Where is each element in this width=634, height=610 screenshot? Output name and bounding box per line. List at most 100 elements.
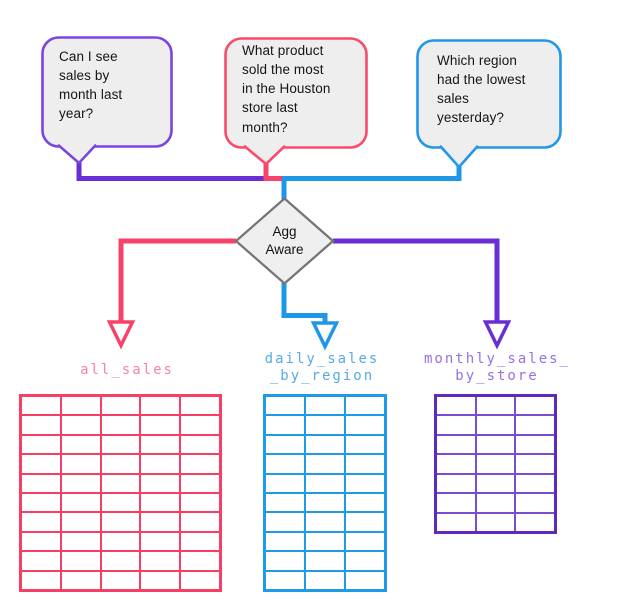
table-cell — [306, 513, 344, 531]
table-cell — [61, 552, 100, 570]
table-cell — [266, 416, 304, 434]
table-cell — [141, 552, 180, 570]
table-cell — [476, 435, 515, 454]
table-monthly-sales-by-store — [434, 394, 557, 534]
table-cell — [346, 435, 384, 454]
table-cell — [141, 397, 180, 415]
table-cell — [181, 397, 219, 415]
table-cell — [306, 571, 344, 589]
decision-label: Agg Aware — [265, 224, 304, 257]
table-cell — [516, 494, 554, 512]
table-cell — [22, 513, 60, 531]
table-cell — [476, 513, 515, 531]
table-cell — [437, 397, 475, 415]
table-cell — [101, 397, 140, 415]
table-cell — [346, 474, 384, 492]
connector-question1-line — [76, 160, 284, 181]
table-cell — [101, 532, 140, 551]
table-cell — [476, 474, 515, 493]
connector-question2-line — [263, 160, 282, 181]
table-cell — [266, 397, 304, 415]
table-cell — [516, 513, 554, 531]
arrowhead-monthly-sales-icon — [482, 320, 512, 350]
table-cell — [181, 513, 219, 531]
branch-monthly-sales-line — [333, 238, 500, 321]
branch-all-sales-line — [118, 238, 236, 321]
question1-text: Can I see sales by month last year? — [59, 49, 123, 122]
table-cell — [306, 455, 344, 473]
table-cell — [61, 455, 100, 473]
table-cell — [266, 435, 304, 454]
table-cell — [181, 571, 219, 589]
speech-bubble-question1 — [41, 36, 173, 148]
table-cell — [306, 474, 344, 492]
table-cell — [346, 455, 384, 473]
table-cell — [437, 435, 475, 454]
table-cell — [437, 513, 475, 531]
table-cell — [141, 455, 180, 473]
table-cell — [101, 474, 140, 492]
table-cell — [181, 552, 219, 570]
arrowhead-daily-sales-icon — [310, 321, 340, 351]
table-cell — [22, 493, 60, 512]
branch-daily-sales-line — [281, 283, 328, 322]
table-cell — [141, 513, 180, 531]
table-cell — [306, 552, 344, 570]
table-cell — [101, 493, 140, 512]
table-cell — [346, 493, 384, 512]
table-cell — [101, 455, 140, 473]
table-cell — [22, 552, 60, 570]
table-label-monthly-sales-by-store: monthly_sales_ by_store — [423, 351, 570, 384]
table-cell — [476, 494, 515, 512]
arrowhead-all-sales-icon — [106, 320, 136, 350]
table-cell — [266, 474, 304, 492]
question3-text: Which region had the lowest sales yester… — [437, 53, 526, 126]
table-cell — [516, 397, 554, 415]
speech-bubble-question2-tail — [243, 144, 286, 166]
connector-question3-line — [281, 164, 462, 200]
table-cell — [306, 435, 344, 454]
table-cell — [346, 571, 384, 589]
table-cell — [346, 513, 384, 531]
decision-diamond-shape — [234, 196, 335, 286]
table-cell — [61, 435, 100, 454]
table-cell — [61, 493, 100, 512]
table-cell — [141, 416, 180, 434]
table-label-all-sales: all_sales — [80, 362, 174, 378]
table-cell — [476, 416, 515, 434]
table-cell — [181, 474, 219, 492]
table-cell — [266, 513, 304, 531]
table-cell — [437, 455, 475, 473]
table-cell — [22, 455, 60, 473]
table-cell — [61, 513, 100, 531]
table-cell — [476, 397, 515, 415]
table-cell — [306, 416, 344, 434]
table-cell — [22, 397, 60, 415]
table-cell — [516, 474, 554, 493]
table-cell — [22, 474, 60, 492]
table-cell — [22, 571, 60, 589]
table-cell — [306, 493, 344, 512]
table-cell — [181, 455, 219, 473]
table-cell — [61, 474, 100, 492]
table-cell — [22, 532, 60, 551]
table-daily-sales-by-region — [263, 394, 387, 592]
table-cell — [61, 571, 100, 589]
table-cell — [141, 474, 180, 492]
speech-bubble-question3 — [416, 39, 562, 149]
table-cell — [266, 552, 304, 570]
table-cell — [101, 416, 140, 434]
table-cell — [516, 435, 554, 454]
table-cell — [476, 455, 515, 473]
table-cell — [437, 416, 475, 434]
table-cell — [141, 532, 180, 551]
table-cell — [22, 435, 60, 454]
table-cell — [437, 494, 475, 512]
table-cell — [181, 493, 219, 512]
table-cell — [101, 513, 140, 531]
table-cell — [346, 397, 384, 415]
table-cell — [61, 532, 100, 551]
table-cell — [516, 455, 554, 473]
